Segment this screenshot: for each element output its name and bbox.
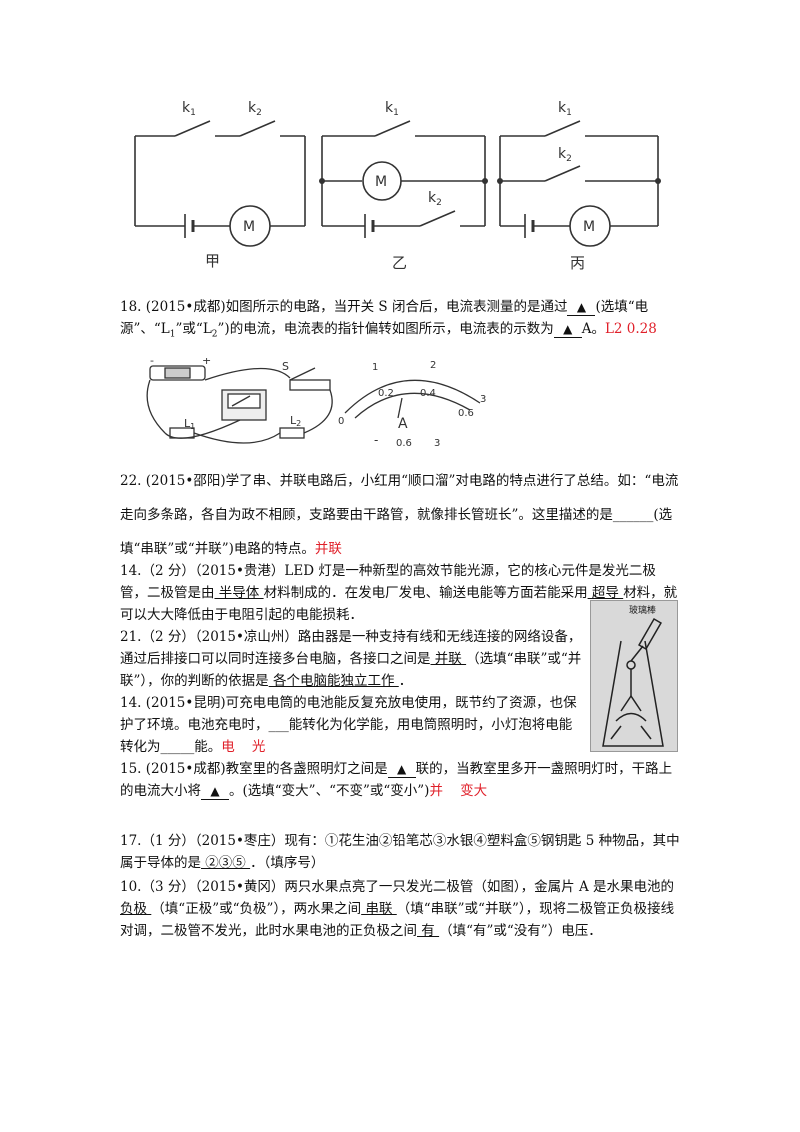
label-k1-jia: k1 bbox=[182, 100, 196, 118]
q15-blank-1: ▲ bbox=[387, 761, 416, 778]
tick-2: 2 bbox=[430, 360, 436, 371]
q14b-blank-1: ___ bbox=[268, 717, 289, 733]
question-22: 22. (2015•邵阳)学了串、并联电路后，小红用“顺口溜”对电路的特点进行了… bbox=[120, 473, 679, 557]
terminal-minus: - bbox=[374, 433, 378, 447]
q18-answer: L2 0.28 bbox=[604, 321, 657, 337]
q15-answer: 并 变大 bbox=[429, 783, 488, 799]
label-k2-bing: k2 bbox=[558, 146, 572, 164]
label-k1-yi: k1 bbox=[385, 100, 399, 118]
tick-0-2: 0.2 bbox=[378, 388, 394, 399]
question-21: 21.（2 分）（2015•凉山州）路由器是一种支持有线和无线连接的网络设备，通… bbox=[120, 629, 582, 689]
label-switch-s: S bbox=[282, 360, 289, 373]
caption-jia: 甲 bbox=[205, 252, 220, 270]
label-minus: - bbox=[150, 358, 154, 367]
label-k1-bing: k1 bbox=[558, 100, 572, 118]
q14a-answer-2: 超导 bbox=[587, 585, 624, 601]
question-15: 15. (2015•成都)教室里的各盏照明灯之间是▲联的，当教室里多开一盏照明灯… bbox=[120, 761, 673, 800]
glass-rod-illustration: 玻璃棒 bbox=[602, 604, 664, 747]
q17-answer: ②③⑤ bbox=[201, 855, 251, 871]
circuit-diagrams: k1 k2 M k1 M k2 k1 k2 M 甲 乙 丙 bbox=[134, 100, 661, 272]
label-k2-jia: k2 bbox=[248, 100, 262, 118]
q18-blank-2: ▲ bbox=[553, 321, 582, 338]
q14a-answer-1: 半导体 bbox=[214, 585, 264, 601]
question-10: 10.（3 分）（2015•黄冈）两只水果点亮了一只发光二极管（如图），金属片 … bbox=[120, 879, 675, 939]
question-14-kunming: 14. (2015•昆明)可充电电筒的电池能反复充放电使用，既节约了资源，也保护… bbox=[120, 695, 577, 755]
glass-rod-label: 玻璃棒 bbox=[629, 604, 656, 616]
glass-rod-figure: 玻璃棒 bbox=[590, 600, 678, 752]
circuit-bing bbox=[499, 120, 659, 247]
q22-answer: 并联 bbox=[314, 541, 342, 557]
label-l1: L1 bbox=[184, 417, 195, 431]
label-plus: + bbox=[202, 358, 211, 367]
q10-answer-1: 负极 bbox=[120, 901, 152, 917]
tick-0-6: 0.6 bbox=[458, 408, 474, 419]
question-14-guigang: 14.（2 分）（2015•贵港）LED 灯是一种新型的高效节能光源，它的核心元… bbox=[120, 563, 678, 623]
q18-figure: - + S L1 L2 0 1 2 3 0.2 0.4 0.6 A - 0.6 … bbox=[146, 358, 486, 449]
question-17: 17.（1 分）（2015•枣庄）现有：①花生油②铅笔芯③水银④塑料盒⑤钢钥匙 … bbox=[120, 833, 680, 871]
question-18: 18. (2015•成都)如图所示的电路，当开关 S 闭合后，电流表测量的是通过… bbox=[120, 299, 657, 340]
q14b-answer: 电 光 bbox=[221, 739, 266, 755]
q21-answer-1: 并联 bbox=[430, 651, 467, 667]
q10-answer-3: 有 bbox=[417, 923, 440, 939]
label-unit-a: A bbox=[398, 416, 408, 432]
circuit-jia bbox=[134, 120, 306, 247]
circuit-yi bbox=[321, 120, 486, 238]
q15-blank-2: ▲ bbox=[201, 783, 229, 800]
tick-0: 0 bbox=[338, 416, 344, 427]
q22-blank: ______ bbox=[612, 507, 654, 523]
label-motor-jia: M bbox=[243, 219, 255, 235]
tick-3: 3 bbox=[480, 394, 486, 405]
q21-answer-2: 各个电脑能独立工作 bbox=[268, 673, 399, 689]
q18-blank-1: ▲ bbox=[567, 299, 596, 316]
label-k2-yi: k2 bbox=[428, 190, 442, 208]
tick-1: 1 bbox=[372, 362, 378, 373]
q10-answer-2: 串联 bbox=[361, 901, 397, 917]
caption-bing: 丙 bbox=[570, 254, 585, 272]
label-motor-bing: M bbox=[583, 219, 595, 235]
terminal-3: 3 bbox=[434, 438, 440, 449]
q14b-blank-2: _____ bbox=[160, 739, 195, 755]
terminal-0-6: 0.6 bbox=[396, 438, 412, 449]
label-l2: L2 bbox=[290, 414, 301, 428]
caption-yi: 乙 bbox=[392, 254, 407, 272]
tick-0-4: 0.4 bbox=[420, 388, 436, 399]
label-motor-yi: M bbox=[375, 174, 387, 190]
